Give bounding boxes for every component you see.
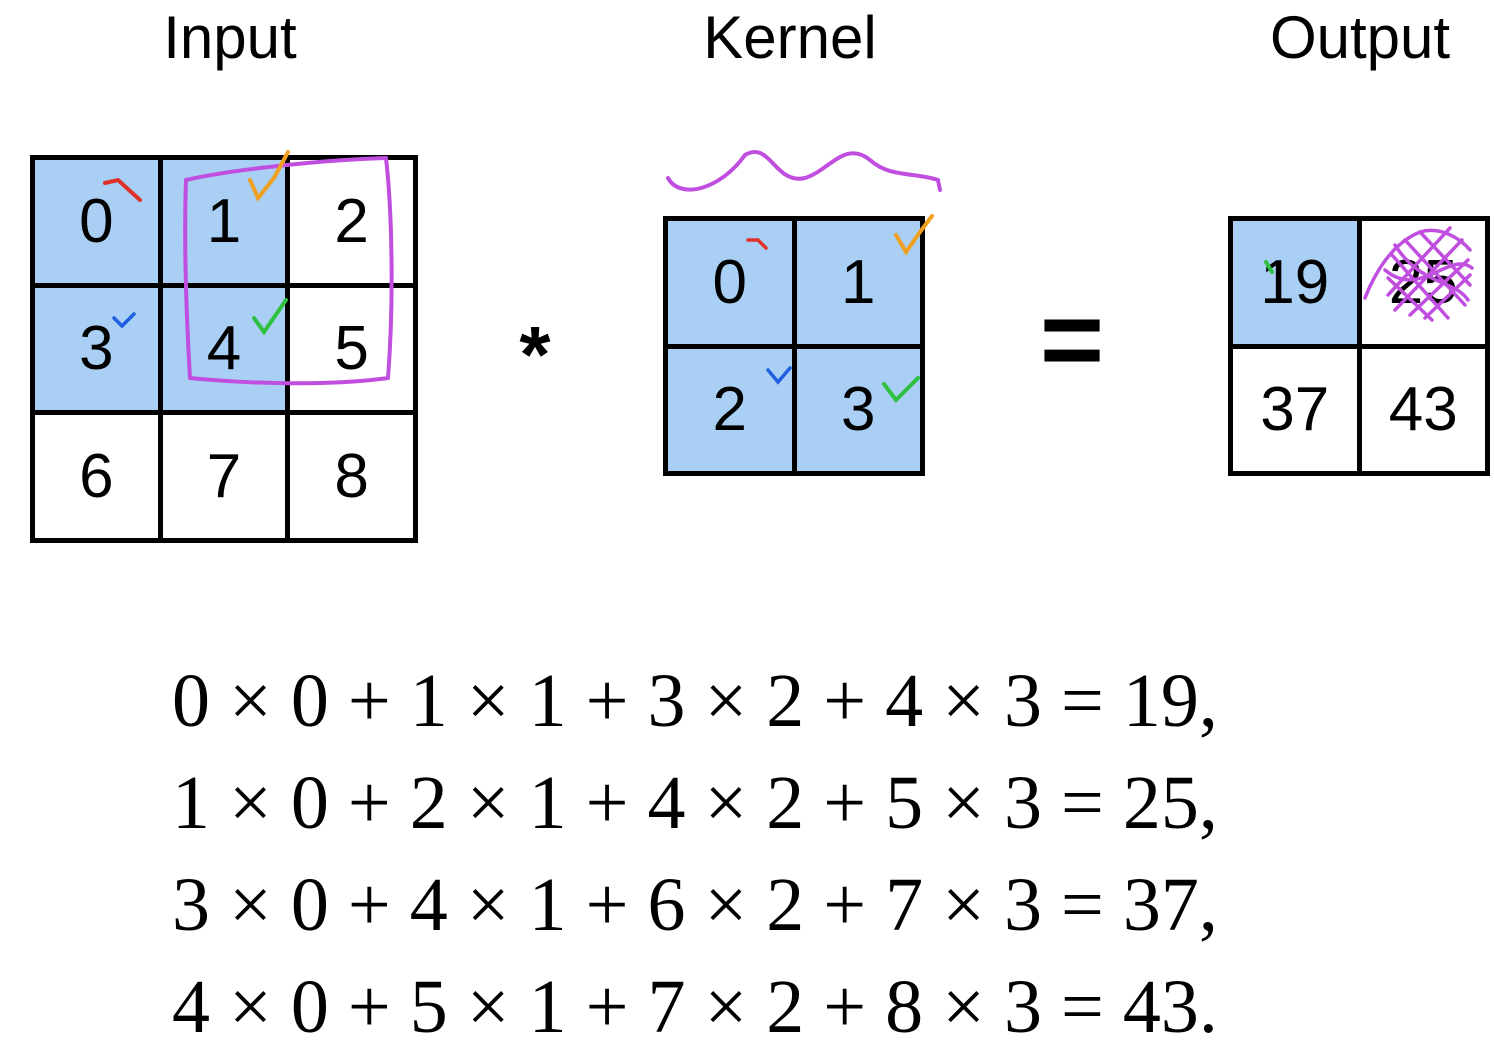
output-cell: 25 <box>1361 221 1485 344</box>
kernel-matrix: 0 1 2 3 <box>663 216 925 476</box>
kernel-cell: 1 <box>796 221 920 344</box>
kernel-wave <box>666 150 942 192</box>
equation-line: 0 × 0 + 1 × 1 + 3 × 2 + 4 × 3 = 19, <box>172 659 1218 743</box>
output-cell: 19 <box>1233 221 1357 344</box>
input-cell: 8 <box>290 415 413 538</box>
kernel-title: Kernel <box>703 4 877 71</box>
output-cell: 43 <box>1361 348 1485 471</box>
input-cell: 4 <box>162 287 286 411</box>
input-cell: 6 <box>35 415 158 538</box>
input-cell: 5 <box>290 287 413 411</box>
equations-block: 0 × 0 + 1 × 1 + 3 × 2 + 4 × 3 = 19, 1 × … <box>172 650 1218 1058</box>
equation-line: 1 × 0 + 2 × 1 + 4 × 2 + 5 × 3 = 25, <box>172 761 1218 845</box>
input-cell: 2 <box>290 160 413 283</box>
kernel-cell: 0 <box>668 221 792 344</box>
convolution-operator: * <box>519 310 551 399</box>
output-title: Output <box>1269 4 1451 71</box>
input-title: Input <box>163 4 297 71</box>
equals-operator: = <box>1039 278 1105 401</box>
input-cell: 1 <box>162 160 286 283</box>
input-cell: 0 <box>35 160 158 283</box>
equation-line: 3 × 0 + 4 × 1 + 6 × 2 + 7 × 3 = 37, <box>172 863 1218 947</box>
input-cell: 7 <box>162 415 286 538</box>
output-cell: 37 <box>1233 348 1357 471</box>
output-matrix: 19 25 37 43 <box>1228 216 1490 476</box>
kernel-cell: 2 <box>668 348 792 471</box>
equation-line: 4 × 0 + 5 × 1 + 7 × 2 + 8 × 3 = 43. <box>172 965 1218 1049</box>
input-cell: 3 <box>35 287 158 411</box>
kernel-cell: 3 <box>796 348 920 471</box>
input-matrix: 0 1 2 3 4 5 6 7 8 <box>30 155 418 543</box>
